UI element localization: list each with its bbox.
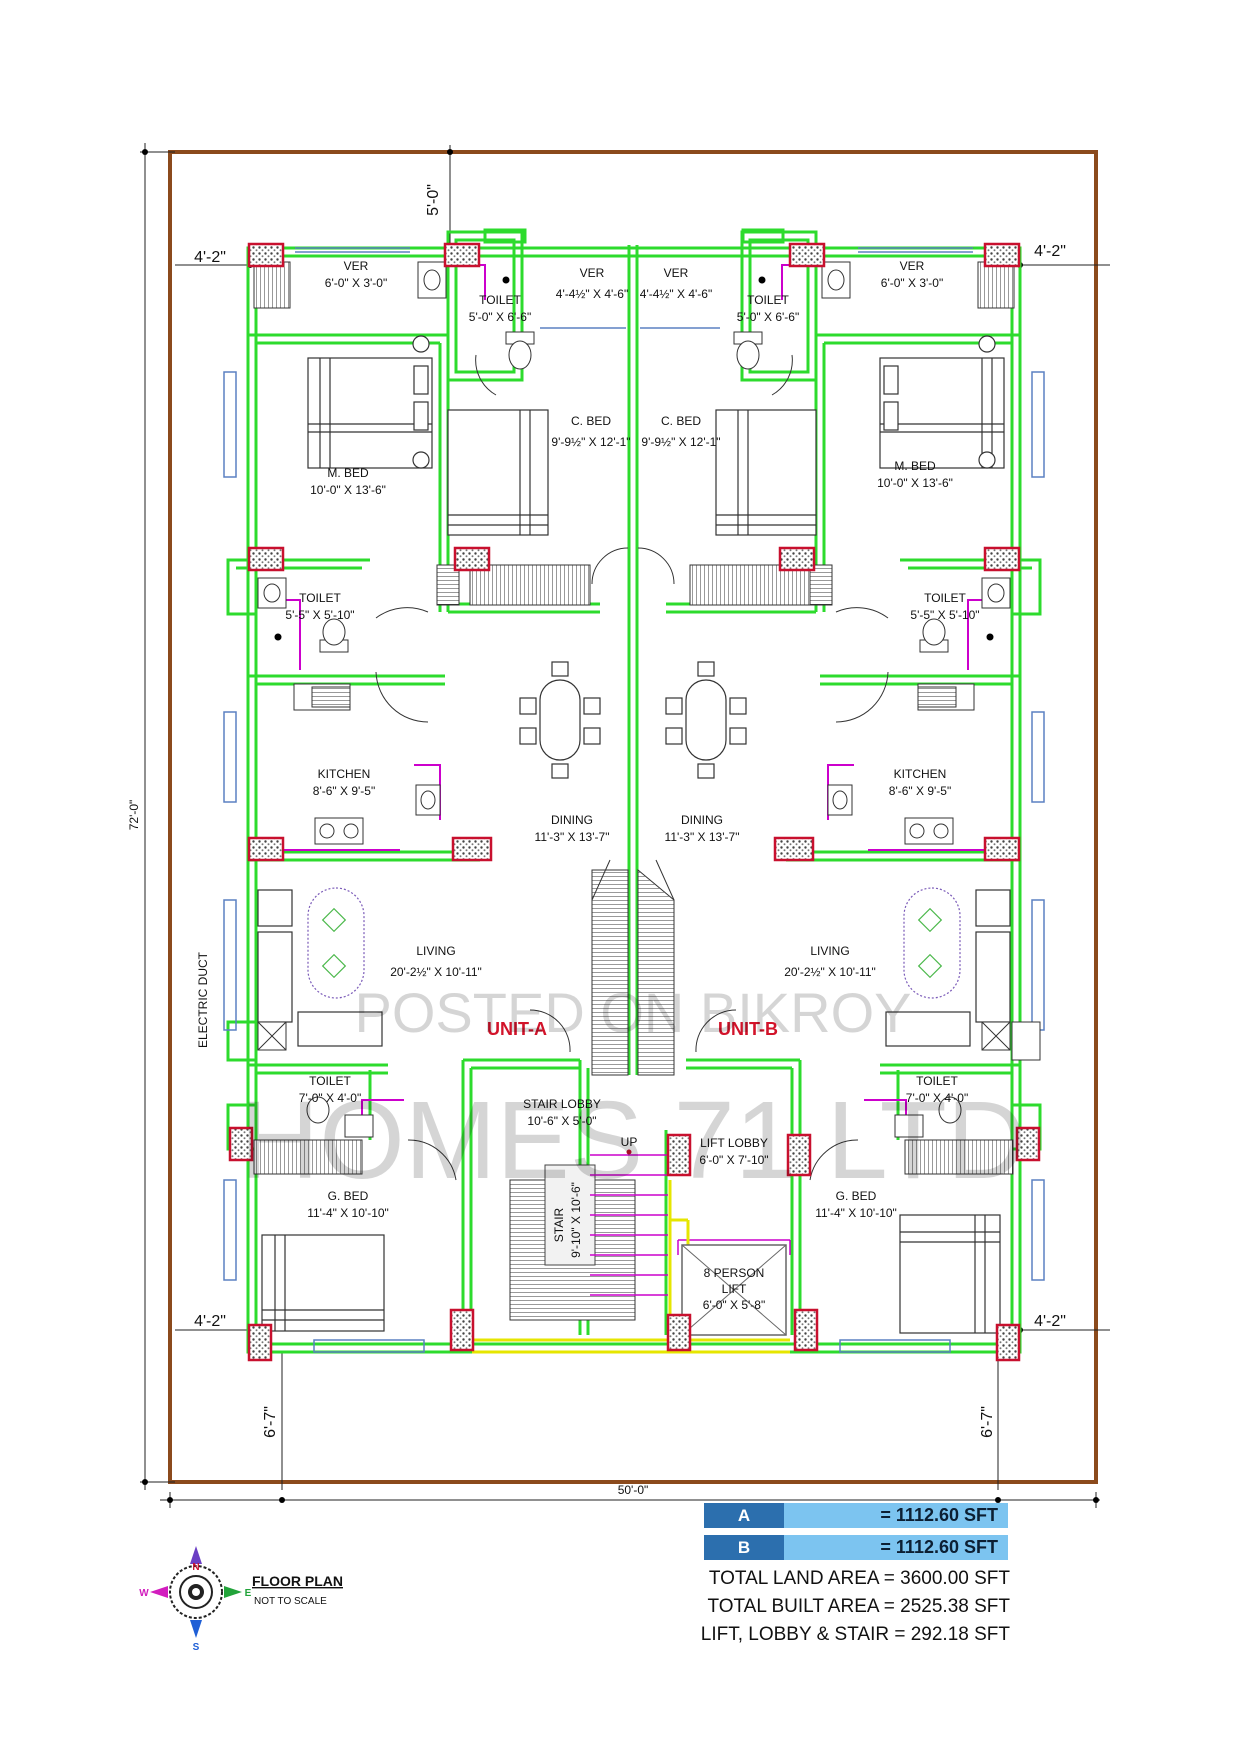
room-size: 7'-0" X 4'-0" bbox=[906, 1091, 968, 1105]
room-name: TOILET bbox=[479, 293, 521, 307]
room-size: 11'-3" X 13'-7" bbox=[665, 830, 740, 844]
room-size: 9'-9½" X 12'-1" bbox=[551, 435, 630, 449]
lift-lobby-name: LIFT LOBBY bbox=[700, 1136, 768, 1150]
area-b-label: B bbox=[704, 1535, 784, 1560]
room-name: KITCHEN bbox=[318, 767, 371, 781]
room-name: TOILET bbox=[309, 1074, 351, 1088]
room-size: 10'-0" X 13'-6" bbox=[877, 476, 953, 490]
dim-left-side: 4'-2" bbox=[194, 249, 226, 266]
area-a-label: A bbox=[704, 1503, 784, 1528]
living-furniture bbox=[257, 887, 1011, 1047]
floor-plan-subtitle: NOT TO SCALE bbox=[254, 1596, 327, 1607]
room-size: 20'-2½" X 10'-11" bbox=[784, 965, 876, 979]
floor-plan-title: FLOOR PLAN bbox=[252, 1573, 343, 1589]
room-name: LIVING bbox=[810, 944, 849, 958]
stair-lobby-name: STAIR LOBBY bbox=[523, 1097, 601, 1111]
room-size: 11'-4" X 10'-10" bbox=[307, 1206, 389, 1220]
room-name: VER bbox=[580, 266, 605, 280]
room-name: M. BED bbox=[894, 459, 936, 473]
dim-top-setback: 5'-0" bbox=[425, 184, 442, 216]
room-size: 20'-2½" X 10'-11" bbox=[390, 965, 482, 979]
dimension-lines bbox=[140, 143, 1110, 1508]
room-size: 8'-6" X 9'-5" bbox=[889, 784, 951, 798]
room-name: DINING bbox=[551, 813, 593, 827]
room-name: C. BED bbox=[571, 414, 611, 428]
compass-icon: N S E W bbox=[139, 1546, 252, 1653]
room-name: M. BED bbox=[327, 466, 369, 480]
unit-b-labels: VER 6'-0" X 3'-0" TOILET 5'-0" X 6'-6" V… bbox=[640, 259, 980, 1220]
room-size: 4'-4½" X 4'-6" bbox=[640, 287, 712, 301]
area-a-value: = 1112.60 SFT bbox=[784, 1503, 1008, 1528]
room-name: TOILET bbox=[924, 591, 966, 605]
property-boundary bbox=[168, 150, 1098, 1484]
dim-right-side: 4'-2" bbox=[1034, 243, 1066, 260]
lift-lobby-stair-area: LIFT, LOBBY & STAIR = 292.18 SFT bbox=[700, 1624, 1010, 1645]
dining-tables bbox=[519, 661, 747, 779]
stair-lobby-size: 10'-6" X 5'-0" bbox=[527, 1114, 596, 1128]
room-size: 8'-6" X 9'-5" bbox=[313, 784, 375, 798]
unit-b-label: UNIT-B bbox=[718, 1019, 778, 1039]
lift-name: LIFT bbox=[722, 1282, 747, 1296]
columns bbox=[228, 242, 1041, 1362]
dim-depth: 72'-0" bbox=[127, 800, 141, 831]
room-size: 10'-0" X 13'-6" bbox=[310, 483, 386, 497]
room-size: 6'-0" X 3'-0" bbox=[881, 276, 943, 290]
room-name: VER bbox=[664, 266, 689, 280]
room-size: 9'-9½" X 12'-1" bbox=[641, 435, 720, 449]
dim-front-left: 6'-7" bbox=[262, 1406, 279, 1438]
dim-width: 50'-0" bbox=[618, 1483, 649, 1497]
room-name: KITCHEN bbox=[894, 767, 947, 781]
lift-lobby-size: 6'-0" X 7'-10" bbox=[699, 1153, 768, 1167]
room-size: 11'-4" X 10'-10" bbox=[815, 1206, 897, 1220]
sanitary-fixtures bbox=[257, 261, 1011, 1138]
room-name: C. BED bbox=[661, 414, 701, 428]
room-name: VER bbox=[900, 259, 925, 273]
room-size: 4'-4½" X 4'-6" bbox=[556, 287, 628, 301]
core-labels: ELECTRIC DUCT STAIR LOBBY 10'-6" X 5'-0"… bbox=[196, 951, 769, 1312]
total-land-area: TOTAL LAND AREA = 3600.00 SFT bbox=[708, 1568, 1010, 1589]
room-size: 11'-3" X 13'-7" bbox=[535, 830, 610, 844]
room-size: 5'-5" X 5'-10" bbox=[910, 608, 979, 622]
room-size: 5'-0" X 6'-6" bbox=[737, 310, 799, 324]
electric-duct-label: ELECTRIC DUCT bbox=[196, 951, 210, 1048]
unit-a-labels: VER 6'-0" X 3'-0" TOILET 5'-0" X 6'-6" V… bbox=[285, 259, 630, 1220]
dim-left-bottom: 4'-2" bbox=[194, 1313, 226, 1330]
lift-size: 6'-0" X 5'-8" bbox=[703, 1298, 765, 1312]
room-name: TOILET bbox=[299, 591, 341, 605]
room-name: G. BED bbox=[328, 1189, 369, 1203]
stair-size: 9'-10" X 10'-6" bbox=[569, 1182, 583, 1258]
compass-w: W bbox=[139, 1588, 149, 1599]
dim-right-bottom: 4'-2" bbox=[1034, 1313, 1066, 1330]
room-name: G. BED bbox=[836, 1189, 877, 1203]
room-name: DINING bbox=[681, 813, 723, 827]
area-row-b: B = 1112.60 SFT bbox=[704, 1535, 1008, 1560]
dim-front-right: 6'-7" bbox=[979, 1406, 996, 1438]
unit-a-label: UNIT-A bbox=[487, 1019, 547, 1039]
room-size: 5'-5" X 5'-10" bbox=[285, 608, 354, 622]
watermark-line-1: POSTED ON BIKROY bbox=[355, 981, 912, 1044]
lift-capacity: 8 PERSON bbox=[704, 1266, 765, 1280]
watermark-line-2: HOMES 71 LTD bbox=[240, 1079, 1027, 1202]
area-b-value: = 1112.60 SFT bbox=[784, 1535, 1008, 1560]
door-swings bbox=[375, 354, 889, 1181]
compass-s: S bbox=[193, 1642, 200, 1653]
room-name: VER bbox=[344, 259, 369, 273]
room-name: TOILET bbox=[916, 1074, 958, 1088]
stair-lift-core bbox=[472, 1149, 791, 1354]
compass-n: N bbox=[192, 1562, 199, 1573]
total-built-area: TOTAL BUILT AREA = 2525.38 SFT bbox=[707, 1596, 1010, 1617]
stair-label: STAIR bbox=[552, 1207, 566, 1242]
room-name: TOILET bbox=[747, 293, 789, 307]
room-size: 5'-0" X 6'-6" bbox=[469, 310, 531, 324]
room-name: LIVING bbox=[416, 944, 455, 958]
compass-e: E bbox=[245, 1588, 252, 1599]
up-label: UP bbox=[621, 1135, 638, 1149]
room-size: 7'-0" X 4'-0" bbox=[299, 1091, 361, 1105]
area-row-a: A = 1112.60 SFT bbox=[704, 1503, 1008, 1528]
beds bbox=[261, 335, 1005, 1334]
room-size: 6'-0" X 3'-0" bbox=[325, 276, 387, 290]
